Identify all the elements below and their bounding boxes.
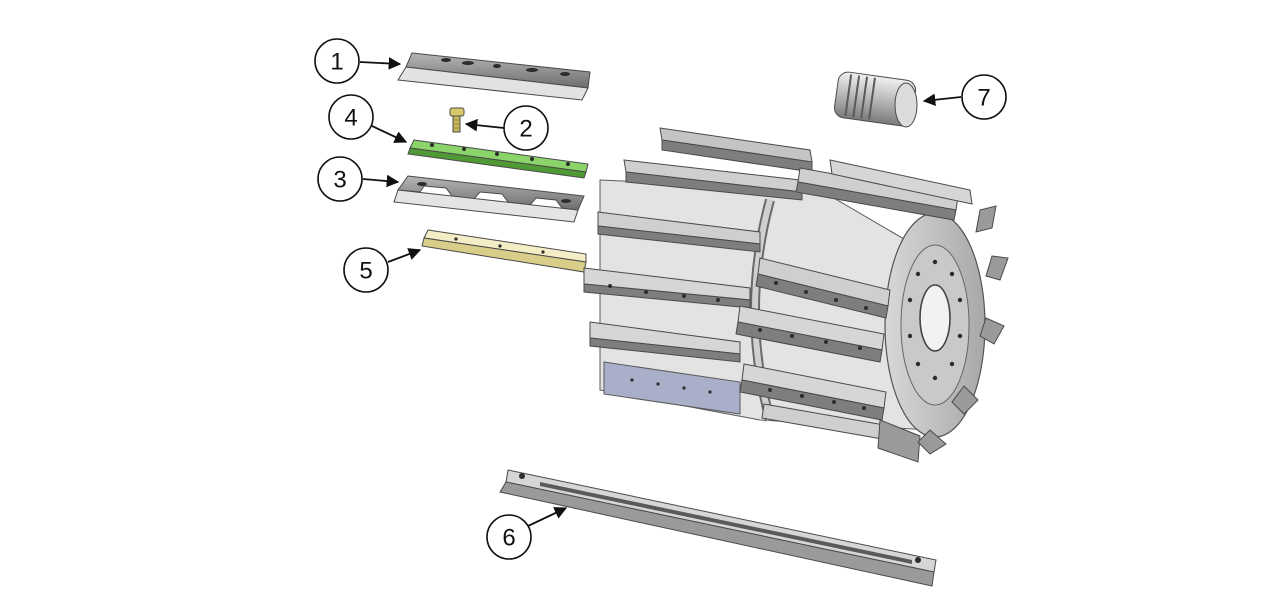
callout-4: 4 bbox=[328, 94, 408, 143]
callout-3: 3 bbox=[317, 156, 400, 202]
part-wear-bar bbox=[421, 229, 587, 273]
drum-knife-bars-rear bbox=[583, 127, 813, 363]
part-clamp-plate bbox=[407, 139, 589, 179]
part-shaft-plug bbox=[833, 71, 918, 128]
callout-3-number: 3 bbox=[333, 167, 346, 194]
drum-side-fins bbox=[917, 205, 1009, 455]
part-bolt bbox=[449, 107, 465, 133]
callout-7: 7 bbox=[922, 74, 1007, 120]
callout-2-number: 2 bbox=[519, 116, 532, 143]
part-bed-knife bbox=[499, 469, 937, 587]
part-chipper-knife bbox=[393, 175, 585, 223]
drum-end-disc bbox=[884, 212, 986, 438]
drum-assembly bbox=[583, 127, 1009, 463]
part-counter-knife bbox=[397, 52, 591, 101]
drum-bottom-plate bbox=[603, 361, 741, 415]
callout-4-number: 4 bbox=[344, 105, 357, 132]
callout-2: 2 bbox=[464, 105, 549, 151]
callout-7-number: 7 bbox=[977, 85, 990, 112]
drum-knife-bars-front bbox=[735, 159, 973, 463]
callout-1: 1 bbox=[314, 38, 402, 84]
callout-5-number: 5 bbox=[359, 258, 372, 285]
callout-1-number: 1 bbox=[330, 49, 343, 76]
callout-5: 5 bbox=[343, 247, 422, 293]
callout-6-number: 6 bbox=[502, 525, 515, 552]
callout-6: 6 bbox=[486, 507, 568, 560]
